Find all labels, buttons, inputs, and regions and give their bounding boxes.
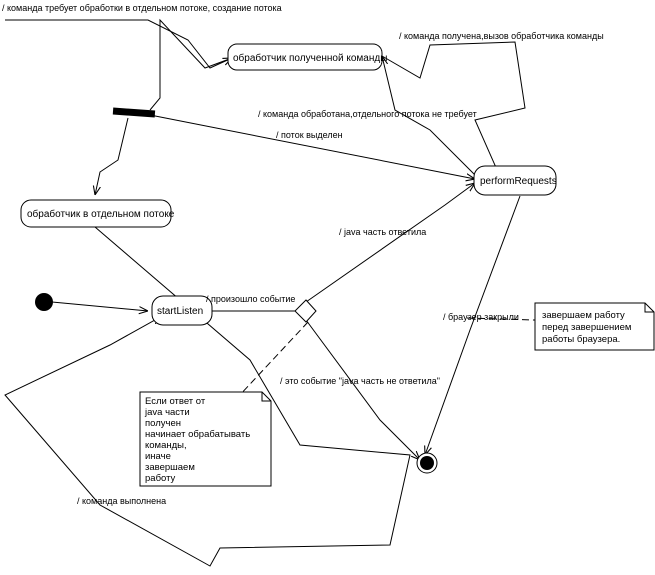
note-anchor-browser [466,317,536,321]
transition-line-initial [51,301,148,311]
state-thread-handler-label: обработчик в отдельном потоке [27,208,175,220]
label-command-done: / команда выполнена [77,496,166,506]
note-browser-fold [644,303,654,313]
label-command-processed: / команда обработана,отдельного потока н… [258,109,477,119]
note-java-line-2: java части [144,407,190,418]
transition-line-handler-to-fork [149,18,233,111]
note-anchor-java [237,321,309,398]
note-java [139,391,272,487]
note-browser-line-1: завершаем работу [542,310,625,321]
transition-line-java-answered [305,183,475,303]
label-browser-closed: / браузер закрыли [443,312,519,322]
state-perform-requests-label: performRequests [480,176,557,187]
state-received-handler-label: обработчик полученной команды [233,52,387,64]
note-java-line-3: получен [145,418,181,429]
state-start-listen-label: startListen [157,306,203,317]
note-java-fold [261,392,271,402]
state-start-listen [151,295,213,326]
note-java-line-8: работу [145,473,176,484]
note-browser-line-2: перед завершением [542,322,631,333]
transition-line-command-processed [381,41,526,179]
note-java-line-6: иначе [145,451,171,462]
fork-bar [112,107,156,118]
final-state-inner [420,456,434,470]
note-java-line-7: завершаем [145,462,195,473]
note-browser-line-3: работы браузера. [542,334,620,345]
state-perform-requests [473,165,557,196]
transition-line-fork-to-thread-handler [95,117,129,195]
label-command-received: / команда получена,вызов обработчика ком… [399,31,604,41]
label-java-answered: / java часть ответила [339,227,426,237]
transition-line-java-not-answered [305,319,420,460]
label-needs-thread: / команда требует обработки в отдельном … [2,3,282,13]
transition-line-thread-allocated [139,112,475,179]
note-java-line-4: начинает обрабатывать [145,429,250,440]
label-java-not-answered: / это событие "java часть не ответила" [280,376,440,386]
label-thread-allocated: / поток выделен [276,130,343,140]
note-java-line-5: команды, [145,440,187,451]
state-received-handler [227,43,383,71]
state-thread-handler [20,199,172,228]
transition-line-command-done [4,226,411,567]
note-browser [534,302,655,351]
label-event-occurred: / произошло событие [206,294,295,304]
choice-diamond [294,299,317,323]
transition-line-needs-thread [5,19,232,69]
note-java-line-1: Если ответ от [145,396,206,407]
initial-state [35,293,53,311]
transition-line-browser-closed [425,195,521,455]
transition-line-perform-to-handler [382,56,479,179]
